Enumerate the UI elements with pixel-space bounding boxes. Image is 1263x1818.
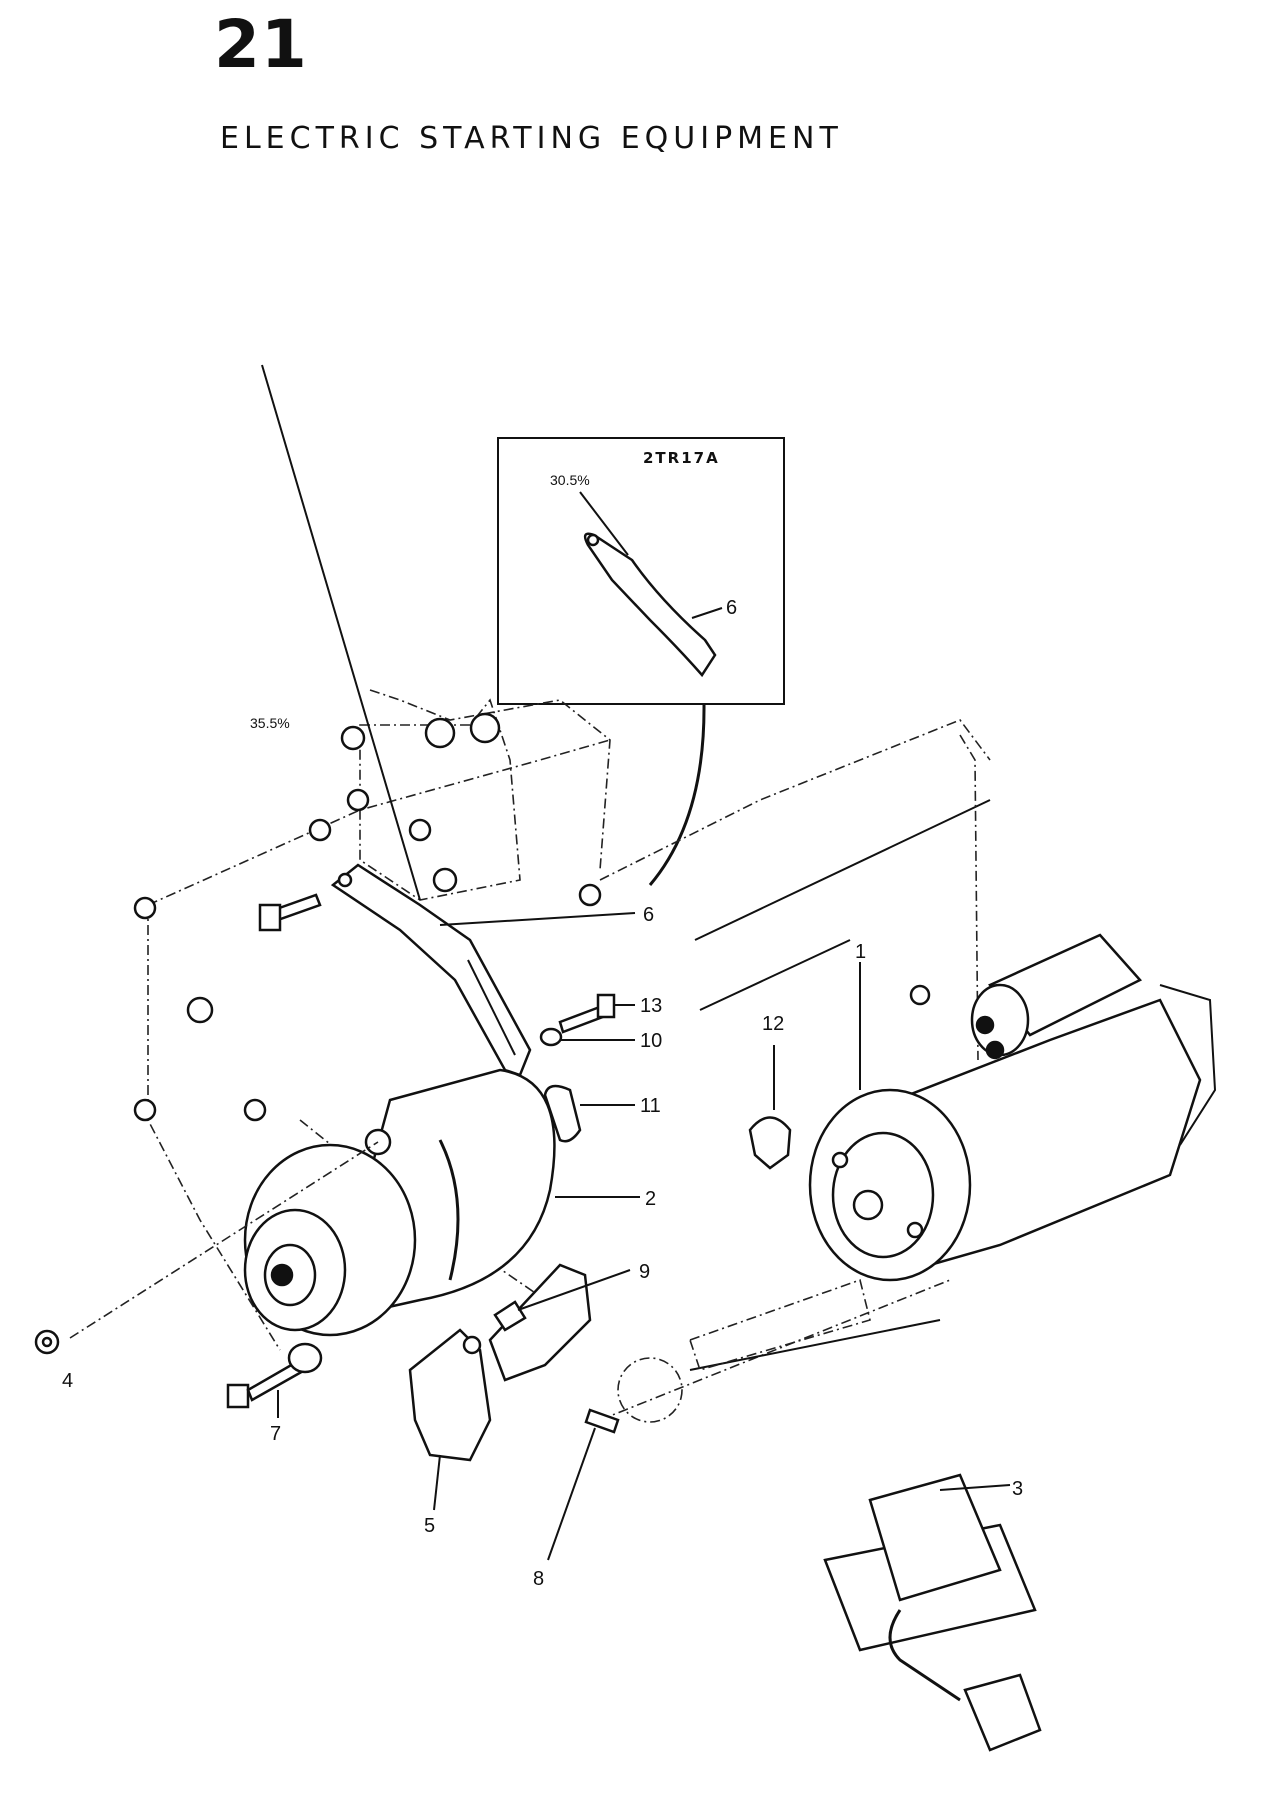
- inset-pointer: [648, 703, 706, 886]
- cap-12: [748, 1045, 792, 1170]
- callout-4: 4: [62, 1370, 73, 1392]
- lower-bracket-body: [408, 1328, 492, 1462]
- callout-3: 3: [1012, 1478, 1023, 1500]
- block-plug-2: [133, 1098, 157, 1122]
- engine-edge-left: [147, 905, 281, 1351]
- regulator-housing: [868, 1473, 1002, 1602]
- bolt-8: [584, 1408, 620, 1434]
- alternator-pulley-nut: [270, 1263, 294, 1287]
- housing-bolt-2: [346, 788, 370, 812]
- starter-nose: [1159, 984, 1217, 1146]
- bolt-7: [226, 1342, 323, 1418]
- callout-1: 1: [855, 941, 866, 963]
- inset-link-hole: [586, 533, 600, 547]
- inset-code: 2TR17A: [643, 449, 720, 467]
- bolt-7-head: [226, 1383, 250, 1409]
- callout-8: 8: [533, 1568, 544, 1590]
- inset-link-arm: [583, 532, 717, 678]
- housing-bolt-5: [432, 867, 458, 893]
- inset-percent: 30.5%: [550, 472, 590, 488]
- flywheel-housing-hole: [617, 1357, 683, 1423]
- housing-bolt-6: [578, 883, 602, 907]
- callout-labels: 35.5% 1 2 3 4 5 6 7 8 9 10 11 12 13: [62, 715, 1023, 1590]
- lower-bracket-hole: [462, 1335, 482, 1355]
- starter-end-plate: [831, 1131, 935, 1259]
- callout-13: 13: [640, 995, 662, 1017]
- timing-housing: [133, 698, 602, 1122]
- starter-bearing: [852, 1189, 884, 1221]
- regulator-cable: [888, 1609, 961, 1702]
- housing-bolt-1: [340, 725, 366, 751]
- engine-line-2: [699, 939, 851, 1011]
- solenoid-terminal-1: [975, 1015, 995, 1035]
- engine-edge-right: [959, 734, 979, 1061]
- engine-cover-outline: [369, 689, 611, 871]
- inset-callout: 6: [726, 597, 737, 619]
- housing-boss: [424, 717, 456, 749]
- solenoid-terminal-small: [909, 984, 931, 1006]
- housing-bolt-4: [408, 818, 432, 842]
- callout-leader-6: [439, 912, 636, 926]
- nut-4-hole: [41, 1336, 53, 1348]
- oil-pan-line: [689, 1319, 941, 1371]
- callout-leader-9: [517, 1269, 631, 1311]
- callout-9: 9: [639, 1261, 650, 1283]
- callout-leader-3: [939, 1484, 1011, 1491]
- small-hardware: [539, 993, 635, 1143]
- alternator-axis: [69, 1141, 379, 1339]
- lower-bracket-5: [408, 1263, 683, 1561]
- nut-4: [34, 1329, 60, 1355]
- page-number: 21: [214, 6, 308, 83]
- callout-leader-8: [547, 1427, 596, 1561]
- block-stud: [133, 896, 157, 920]
- callout-leader-5: [433, 1454, 441, 1511]
- callout-10: 10: [640, 1030, 662, 1052]
- inset-callout-leader: [691, 607, 723, 619]
- nut-9: [493, 1300, 527, 1332]
- callout-7: 7: [270, 1423, 281, 1445]
- housing-bolt-3: [308, 818, 332, 842]
- callout-6: 6: [643, 904, 654, 926]
- starter-motor-1: [808, 933, 1217, 1282]
- bolt-13-head: [596, 993, 616, 1019]
- main-percent-label: 35.5%: [250, 715, 290, 731]
- callout-2: 2: [645, 1188, 656, 1210]
- solenoid-terminal-2: [985, 1040, 1005, 1060]
- regulator-3: [823, 1473, 1042, 1752]
- oil-pan-edge: [599, 1279, 951, 1421]
- adjusting-link-slot: [467, 959, 516, 1056]
- callout-5: 5: [424, 1515, 435, 1537]
- fitting-11: [543, 1084, 582, 1143]
- alternator-stator-band: [438, 1139, 460, 1281]
- page-title: ELECTRIC STARTING EQUIPMENT: [220, 121, 843, 156]
- block-plug-3: [243, 1098, 267, 1122]
- washer-10: [539, 1027, 563, 1047]
- adjusting-link-6: [258, 364, 636, 1077]
- bolt-7-spacer: [287, 1342, 323, 1374]
- percent-leader: [261, 364, 421, 901]
- inset-frame: [497, 437, 785, 705]
- link-bolt-head: [258, 903, 282, 932]
- starter-screw-1: [831, 1151, 849, 1169]
- callout-11: 11: [640, 1095, 661, 1117]
- oil-pan-panel: [688, 1278, 871, 1371]
- housing-gear: [469, 712, 501, 744]
- cap-12-shape: [748, 1116, 792, 1170]
- regulator-connector: [963, 1673, 1042, 1752]
- inset-detail: 2TR17A 30.5% 6: [497, 437, 785, 886]
- engine-edge-rear: [599, 719, 991, 881]
- callout-12: 12: [762, 1013, 784, 1035]
- inset-percent-leader: [579, 491, 629, 556]
- alternator-2: [69, 1068, 640, 1339]
- block-plug-1: [186, 996, 214, 1024]
- engine-line-1: [694, 799, 991, 941]
- adjusting-link-arm: [330, 863, 532, 1077]
- starter-screw-2: [906, 1221, 924, 1239]
- engine-edge-top: [147, 739, 611, 906]
- adjusting-link-hole: [337, 872, 353, 888]
